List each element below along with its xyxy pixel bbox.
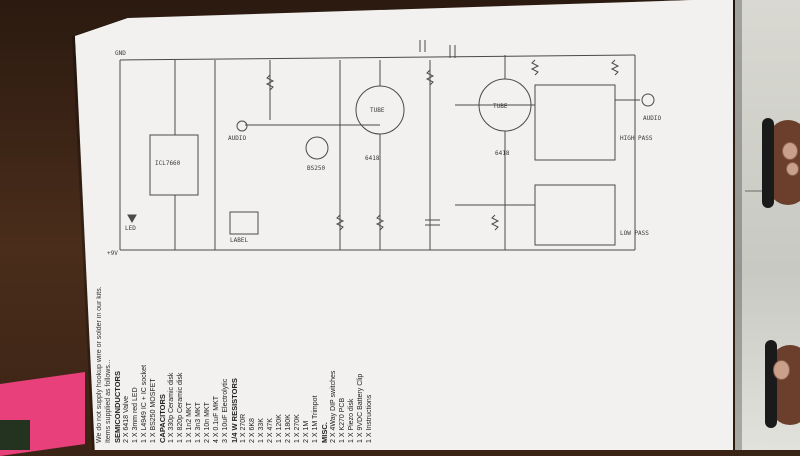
list-item: 2 X 180K [285,414,292,443]
section-title: MISC. [320,422,329,443]
list-item: 2 X 6K8 [249,418,256,443]
list-item: 1 X Instructions [366,394,373,443]
list-item: 1 X 3mm red LED [132,387,139,443]
list-item: 1 X 330p Ceramic disk [168,372,175,443]
list-item: 1 X Piezo disk [348,398,355,443]
list-item: 2 X 4Way DIP switches [330,370,337,443]
tube2-label: TUBE [493,103,508,110]
valve-v2-label: 6418 [365,155,380,162]
list-item: 2 X 47K [267,418,274,443]
list-item: 2 X 6418 Valve [123,396,130,443]
circuit-schematic: +9V GND LED ICL7660 BS250 6418 6418 TUBE… [107,40,661,257]
list-item: 2 X 10n MKT [204,402,211,443]
led-label: LED [125,225,136,232]
toe-top-2 [786,162,799,176]
section-title: 1/4 W RESISTORS [230,378,239,443]
high-pass-label: HIGH PASS [620,135,653,142]
list-item: 2 X 1M [303,420,310,443]
section-title: SEMICONDUCTORS [113,371,122,443]
parts-note: We do not supply hookup wire or solder i… [96,286,103,443]
audio-in-label: AUDIO [228,135,246,142]
valve-v1-label: 6418 [495,150,510,157]
sandal-strap-top [762,118,774,208]
list-item: 1 X 1M Trimpot [312,395,319,443]
low-pass-label: LOW PASS [620,230,649,237]
section-title: CAPACITORS [158,394,167,443]
list-item: 1 X 33K [258,418,265,443]
list-item: 1 X BS250 MOSFET [150,378,157,443]
sandal-strap-bottom [765,340,777,428]
list-item: 1 X 270K [294,414,301,443]
toe-bottom [773,360,790,380]
list-item: 1 X 820p Ceramic disk [177,372,184,443]
ic-label: ICL7660 [155,160,181,167]
toe-top [782,142,798,160]
list-item: 1 X 120K [276,414,283,443]
battery-pos-label: +9V [107,250,118,257]
tube1-label: TUBE [370,107,385,114]
instruction-sheet [75,0,733,450]
mosfet-label: BS250 [307,165,325,172]
list-item: 1 X K270 PCB [339,397,346,443]
component-label: LABEL [230,237,248,244]
list-item: 1 X 9VDC Battery Clip [357,373,364,443]
list-item: 1 X 3n3 MKT [195,402,202,443]
list-item: 4 X 0.1uF MKT [213,395,220,443]
audio-out-label: AUDIO [643,115,661,122]
list-item: 3 X 10uF Electrolytic [222,378,229,443]
list-item: 1 X L4949 IC + IC socket [141,364,148,443]
parts-intro: Items supplied as follows... [105,359,112,443]
dark-object [0,420,30,450]
battery-neg-label: GND [115,50,126,57]
parts-list: We do not supply hookup wire or solder i… [95,283,475,443]
list-item: 1 X 1n2 MKT [186,402,193,443]
list-item: 1 X 270R [240,413,247,443]
